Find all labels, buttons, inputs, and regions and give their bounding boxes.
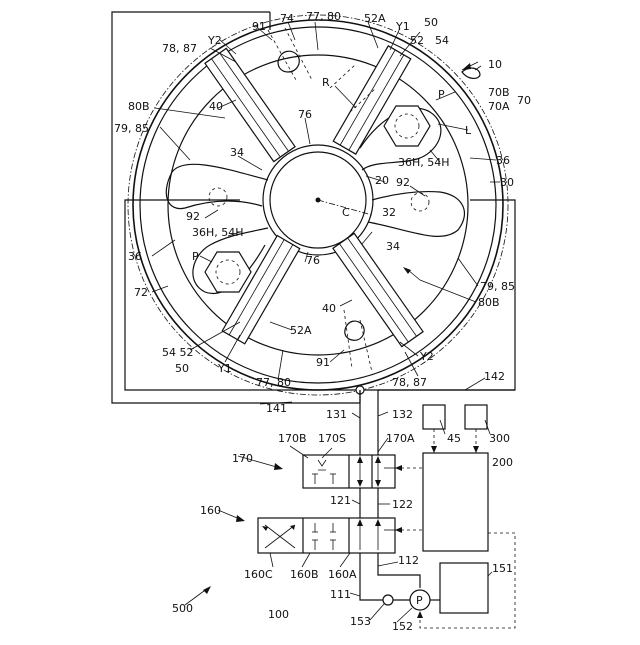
label-74: 74 (280, 12, 294, 25)
label-Y2-top: Y2 (207, 34, 222, 47)
label-40-top: 40 (209, 100, 223, 113)
label-122: 122 (392, 498, 413, 511)
label-76-top: 76 (298, 108, 312, 121)
port-91-lower (345, 321, 364, 340)
label-91-bottom: 91 (316, 356, 330, 369)
label-121: 121 (330, 494, 351, 507)
label-80B-top: 80B (128, 100, 150, 113)
label-79-85-top: 79, 85 (114, 122, 149, 135)
label-52A-bottom: 52A (290, 324, 312, 337)
label-79-85-bottom: 79, 85 (480, 280, 515, 293)
line-111 (360, 553, 384, 600)
label-45: 45 (447, 432, 461, 445)
label-40-bottom: 40 (322, 302, 336, 315)
label-52-top: 52 (410, 34, 424, 47)
label-160B: 160B (290, 568, 319, 581)
label-112: 112 (398, 554, 419, 567)
label-70B: 70B (488, 86, 510, 99)
label-160C: 160C (244, 568, 273, 581)
label-70: 70 (517, 94, 531, 107)
label-R: R (322, 76, 330, 89)
circuit-leaders (260, 378, 492, 622)
label-80B-bottom: 80B (478, 296, 500, 309)
label-170S: 170S (318, 432, 346, 445)
label-54-top: 54 (435, 34, 449, 47)
upper-flow-channel (166, 164, 268, 208)
label-36-left: 36 (128, 250, 142, 263)
port-91-upper (278, 51, 299, 72)
label-160A: 160A (328, 568, 357, 581)
label-20: 20 (375, 174, 389, 187)
label-P-top: P (438, 88, 445, 101)
dim-r-arrow (335, 86, 356, 108)
label-152: 152 (392, 620, 413, 633)
outer-dashdot-circle (128, 15, 508, 395)
label-72: 72 (134, 286, 148, 299)
label-76-bottom: 76 (306, 254, 320, 267)
tank-151 (440, 563, 488, 613)
outer-circle (133, 20, 503, 390)
label-Y1-bottom: Y1 (217, 362, 232, 375)
label-Y1-top: Y1 (395, 20, 410, 33)
pin-hole-92-right (411, 193, 429, 211)
label-50-top: 50 (424, 16, 438, 29)
label-170A: 170A (386, 432, 415, 445)
label-170: 170 (232, 452, 253, 465)
label-70A: 70A (488, 100, 510, 113)
label-300: 300 (489, 432, 510, 445)
label-32: 32 (382, 206, 396, 219)
label-111: 111 (330, 588, 351, 601)
label-34-top: 34 (230, 146, 244, 159)
label-30: 30 (500, 176, 514, 189)
label-78-87-bottom: 78, 87 (392, 376, 427, 389)
label-C: C (342, 206, 350, 219)
label-500: 500 (172, 602, 193, 615)
label-131: 131 (326, 408, 347, 421)
label-142: 142 (484, 370, 505, 383)
pin-hole-92-left (209, 188, 227, 206)
label-36H-54H-top: 36H, 54H (398, 156, 450, 169)
label-91-top: 91 (252, 20, 266, 33)
label-200: 200 (492, 456, 513, 469)
label-L: L (465, 124, 472, 137)
label-100: 100 (268, 608, 289, 621)
label-153: 153 (350, 615, 371, 628)
label-78-87-top: 78, 87 (162, 42, 197, 55)
label-77-80-bottom: 77, 80 (256, 376, 291, 389)
valve-170-symbols (312, 458, 396, 485)
label-92-left: 92 (186, 210, 200, 223)
label-160: 160 (200, 504, 221, 517)
figure-labels: 10 91 74 77, 80 52A Y1 50 52 54 78, 87 Y… (114, 10, 531, 633)
hex-bolt-upper (384, 106, 430, 146)
controller-200 (423, 453, 488, 551)
label-50-bottom: 50 (175, 362, 189, 375)
label-36H-54H-bottom: 36H, 54H (192, 226, 244, 239)
label-pump-P: P (416, 594, 423, 607)
label-141: 141 (266, 402, 287, 415)
guide-91-upper (268, 30, 296, 80)
dim-r-a (330, 64, 356, 88)
label-170B: 170B (278, 432, 307, 445)
label-54-52-bottom: 54 52 (162, 346, 194, 359)
sensor-300 (465, 405, 487, 429)
label-77-80-top: 77, 80 (306, 10, 341, 23)
label-52A-top: 52A (364, 12, 386, 25)
hex-bolt-lower (205, 252, 251, 292)
label-10: 10 (488, 58, 502, 71)
label-92-right: 92 (396, 176, 410, 189)
label-Y2-bottom: Y2 (419, 350, 434, 363)
check-valve-153 (383, 595, 393, 605)
label-151: 151 (492, 562, 513, 575)
label-P-bottom: P (192, 250, 199, 263)
label-132: 132 (392, 408, 413, 421)
label-36-right: 36 (496, 154, 510, 167)
label-34-bottom: 34 (386, 240, 400, 253)
